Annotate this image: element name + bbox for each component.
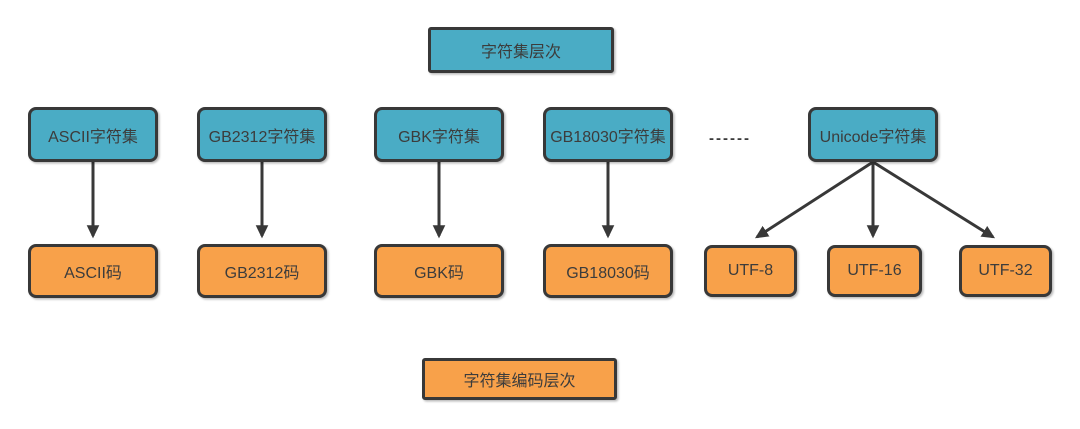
node-gbk-code: GBK码 xyxy=(374,244,504,298)
node-ascii-code: ASCII码 xyxy=(28,244,158,298)
node-gb2312-code: GB2312码 xyxy=(197,244,327,298)
node-utf32: UTF-32 xyxy=(959,245,1052,297)
node-gbk-charset: GBK字符集 xyxy=(374,107,504,162)
node-gb18030-charset: GB18030字符集 xyxy=(543,107,673,162)
title-charset-hierarchy: 字符集层次 xyxy=(428,27,614,73)
node-gb18030-code: GB18030码 xyxy=(543,244,673,298)
arrow-unicode-to-utf32 xyxy=(872,160,996,239)
title-encoding-hierarchy: 字符集编码层次 xyxy=(422,358,617,400)
node-utf16: UTF-16 xyxy=(827,245,922,297)
ellipsis-dashes: ------ xyxy=(709,129,751,147)
node-unicode-charset: Unicode字符集 xyxy=(808,107,938,162)
node-utf8: UTF-8 xyxy=(704,245,797,297)
node-ascii-charset: ASCII字符集 xyxy=(28,107,158,162)
arrow-unicode-to-utf8 xyxy=(754,160,874,239)
node-gb2312-charset: GB2312字符集 xyxy=(197,107,327,162)
